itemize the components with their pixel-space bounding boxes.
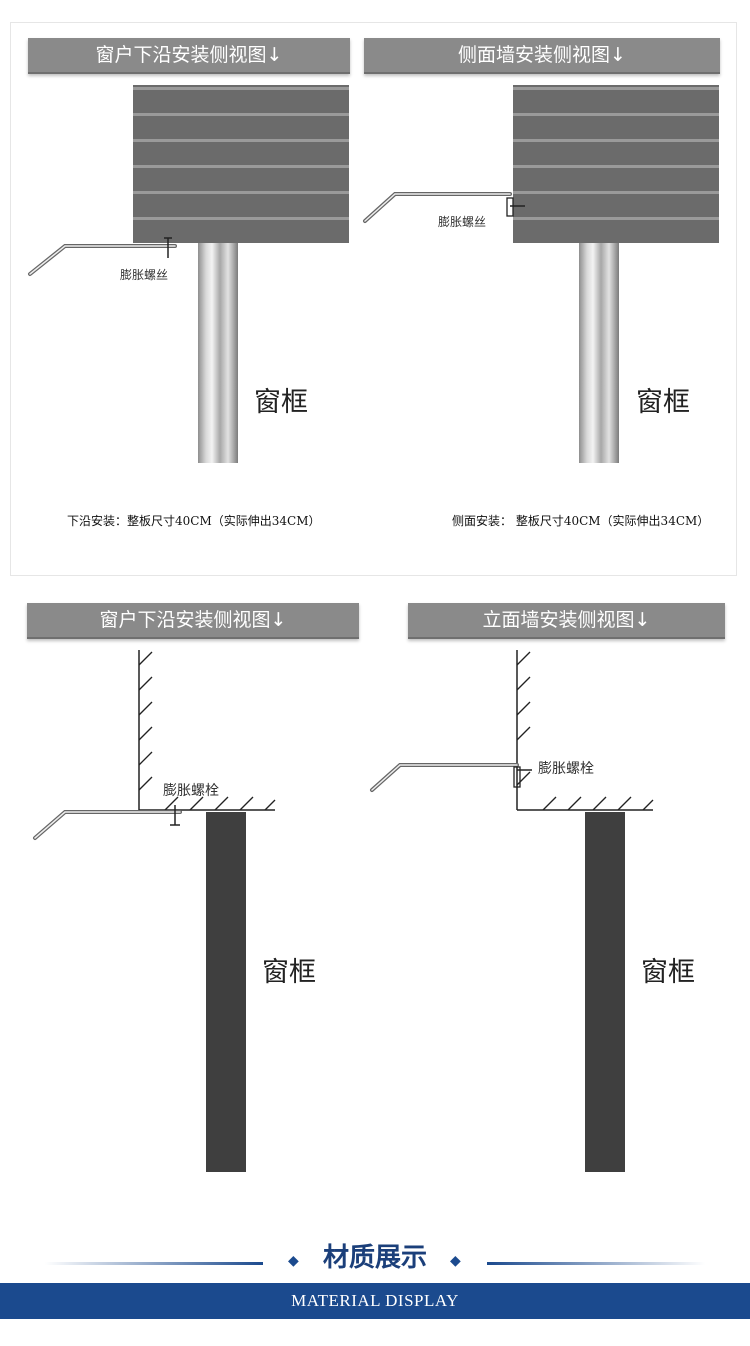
bottom-frame-label-left: 窗框: [262, 957, 316, 988]
bottom-left-title: 窗户下沿安装侧视图↓: [27, 603, 359, 639]
screw-label-left: 膨胀螺丝: [120, 268, 169, 282]
top-left-title: 窗户下沿安装侧视图↓: [28, 38, 350, 74]
bottom-frame-label-right: 窗框: [641, 957, 695, 988]
footer-rule-left: [45, 1262, 263, 1265]
footer-rule-right: [487, 1262, 705, 1265]
section-subtitle: MATERIAL DISPLAY: [0, 1283, 750, 1319]
window-frame-left: [198, 243, 238, 463]
frame-label-right: 窗框: [636, 387, 690, 418]
frame-label-left: 窗框: [254, 387, 308, 418]
bolt-label-left: 膨胀螺栓: [163, 783, 219, 799]
schematic-right: [370, 650, 654, 1172]
window-frame-right: [579, 243, 619, 463]
caption-left: 下沿安装：整板尺寸40CM（实际伸出34CM）: [67, 514, 321, 528]
section-title: 材质展示: [322, 1243, 427, 1273]
bracket-right: [363, 192, 525, 223]
screw-label-right: 膨胀螺丝: [438, 215, 487, 229]
diamond-icon-right: ◆: [450, 1253, 461, 1269]
bracket-left: [28, 237, 177, 276]
bolt-label-right: 膨胀螺栓: [538, 761, 594, 777]
bottom-right-title: 立面墙安装侧视图↓: [408, 603, 725, 639]
brick-wall-right: [513, 85, 719, 243]
brick-wall-left: [133, 85, 349, 243]
caption-right: 侧面安装： 整板尺寸40CM（实际伸出34CM）: [452, 514, 710, 528]
top-right-title: 侧面墙安装侧视图↓: [364, 38, 720, 74]
diamond-icon-left: ◆: [288, 1253, 299, 1269]
schematic-left: [33, 650, 276, 1172]
